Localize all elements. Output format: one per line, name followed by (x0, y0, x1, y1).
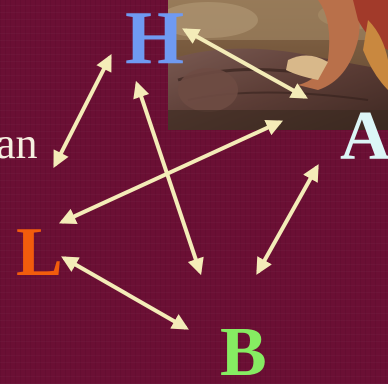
arrow-a-b (258, 167, 317, 272)
arrow-h-b (137, 84, 200, 272)
arrow-h-a (185, 30, 305, 97)
arrow-a-l (62, 122, 280, 222)
arrow-l-b (64, 258, 186, 328)
node-l: L (16, 218, 63, 288)
arrow-h-l (55, 57, 110, 165)
cropped-edge-text: an (0, 122, 38, 166)
node-h: H (125, 0, 184, 76)
node-b: B (220, 318, 267, 384)
node-a: A (340, 102, 388, 172)
